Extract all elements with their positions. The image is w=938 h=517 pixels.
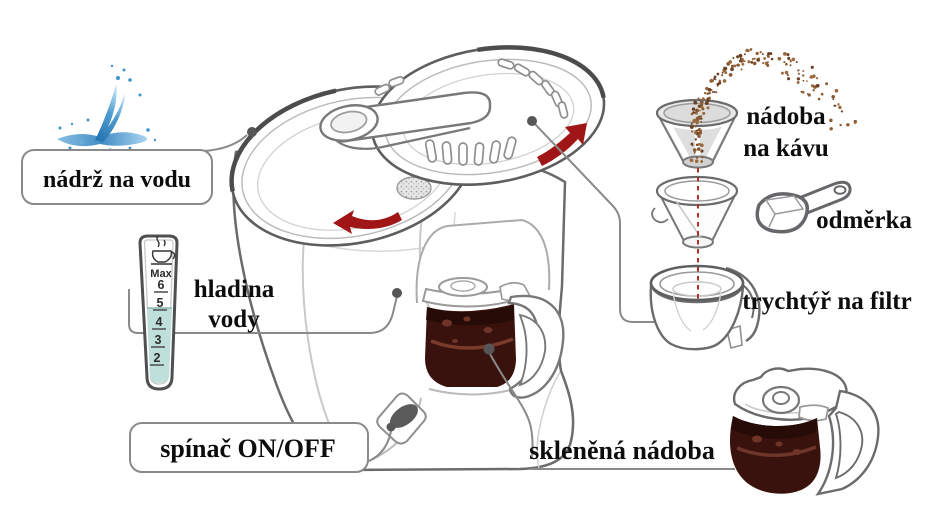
coffee-grounds [689, 48, 858, 163]
leader-power-switch [368, 430, 392, 462]
label-water-level-1: hladina [194, 276, 275, 303]
leader-water-level [128, 289, 398, 334]
leader-glass-carafe [488, 351, 534, 460]
filter-lid [370, 45, 606, 186]
label-water-tank: nádrž na vodu [43, 167, 191, 193]
svg-text:4: 4 [156, 315, 163, 329]
svg-text:3: 3 [155, 333, 162, 347]
dot-glass-carafe [483, 343, 495, 355]
rotation-arrow-left [333, 210, 402, 234]
vent-slots-lower [424, 136, 517, 166]
carafe-in-machine [415, 218, 565, 399]
cup-icon [151, 235, 176, 265]
lid-handle [319, 91, 492, 150]
coffee-machine [229, 45, 606, 472]
leader-lines [128, 122, 735, 470]
dot-water-tank [247, 127, 257, 137]
dot-power-switch [386, 422, 396, 432]
label-coffee-basket-2: na kávu [743, 135, 829, 162]
gauge-max-label: Max [150, 268, 172, 280]
label-water-level-2: vody [208, 306, 260, 333]
vent-slots-upper [374, 58, 569, 119]
label-measuring-spoon: odměrka [816, 207, 912, 234]
rotation-arrow-right [537, 123, 587, 166]
label-glass-carafe: skleněná nádoba [529, 436, 715, 465]
leader-filter-funnel [533, 122, 655, 323]
svg-text:6: 6 [158, 278, 165, 292]
water-splash-icon [57, 64, 157, 158]
dot-filter-lid [527, 116, 537, 126]
label-filter-funnel: trychtýř na filtr [742, 288, 911, 315]
coffee-grounds-stream [689, 97, 704, 163]
water-tank-label-box [21, 149, 213, 205]
power-switch-label-box [129, 422, 369, 473]
svg-text:2: 2 [154, 351, 161, 365]
label-coffee-basket-1: nádoba [746, 103, 826, 130]
measuring-spoon-icon [755, 180, 852, 234]
coffee-grounds-arc [695, 48, 858, 131]
label-power-switch: spínač ON/OFF [160, 434, 336, 463]
filter-funnel-part [649, 264, 761, 351]
leader-water-tank [203, 134, 248, 152]
leader-dots [247, 116, 537, 432]
paper-filter-cone [651, 175, 739, 249]
dot-water-level [392, 288, 402, 298]
water-level-gauge: Max 6 5 4 3 2 [138, 234, 179, 391]
svg-text:5: 5 [157, 296, 164, 310]
glass-carafe [729, 367, 880, 496]
gauge-level-marks: 6 5 4 3 2 [150, 278, 168, 366]
